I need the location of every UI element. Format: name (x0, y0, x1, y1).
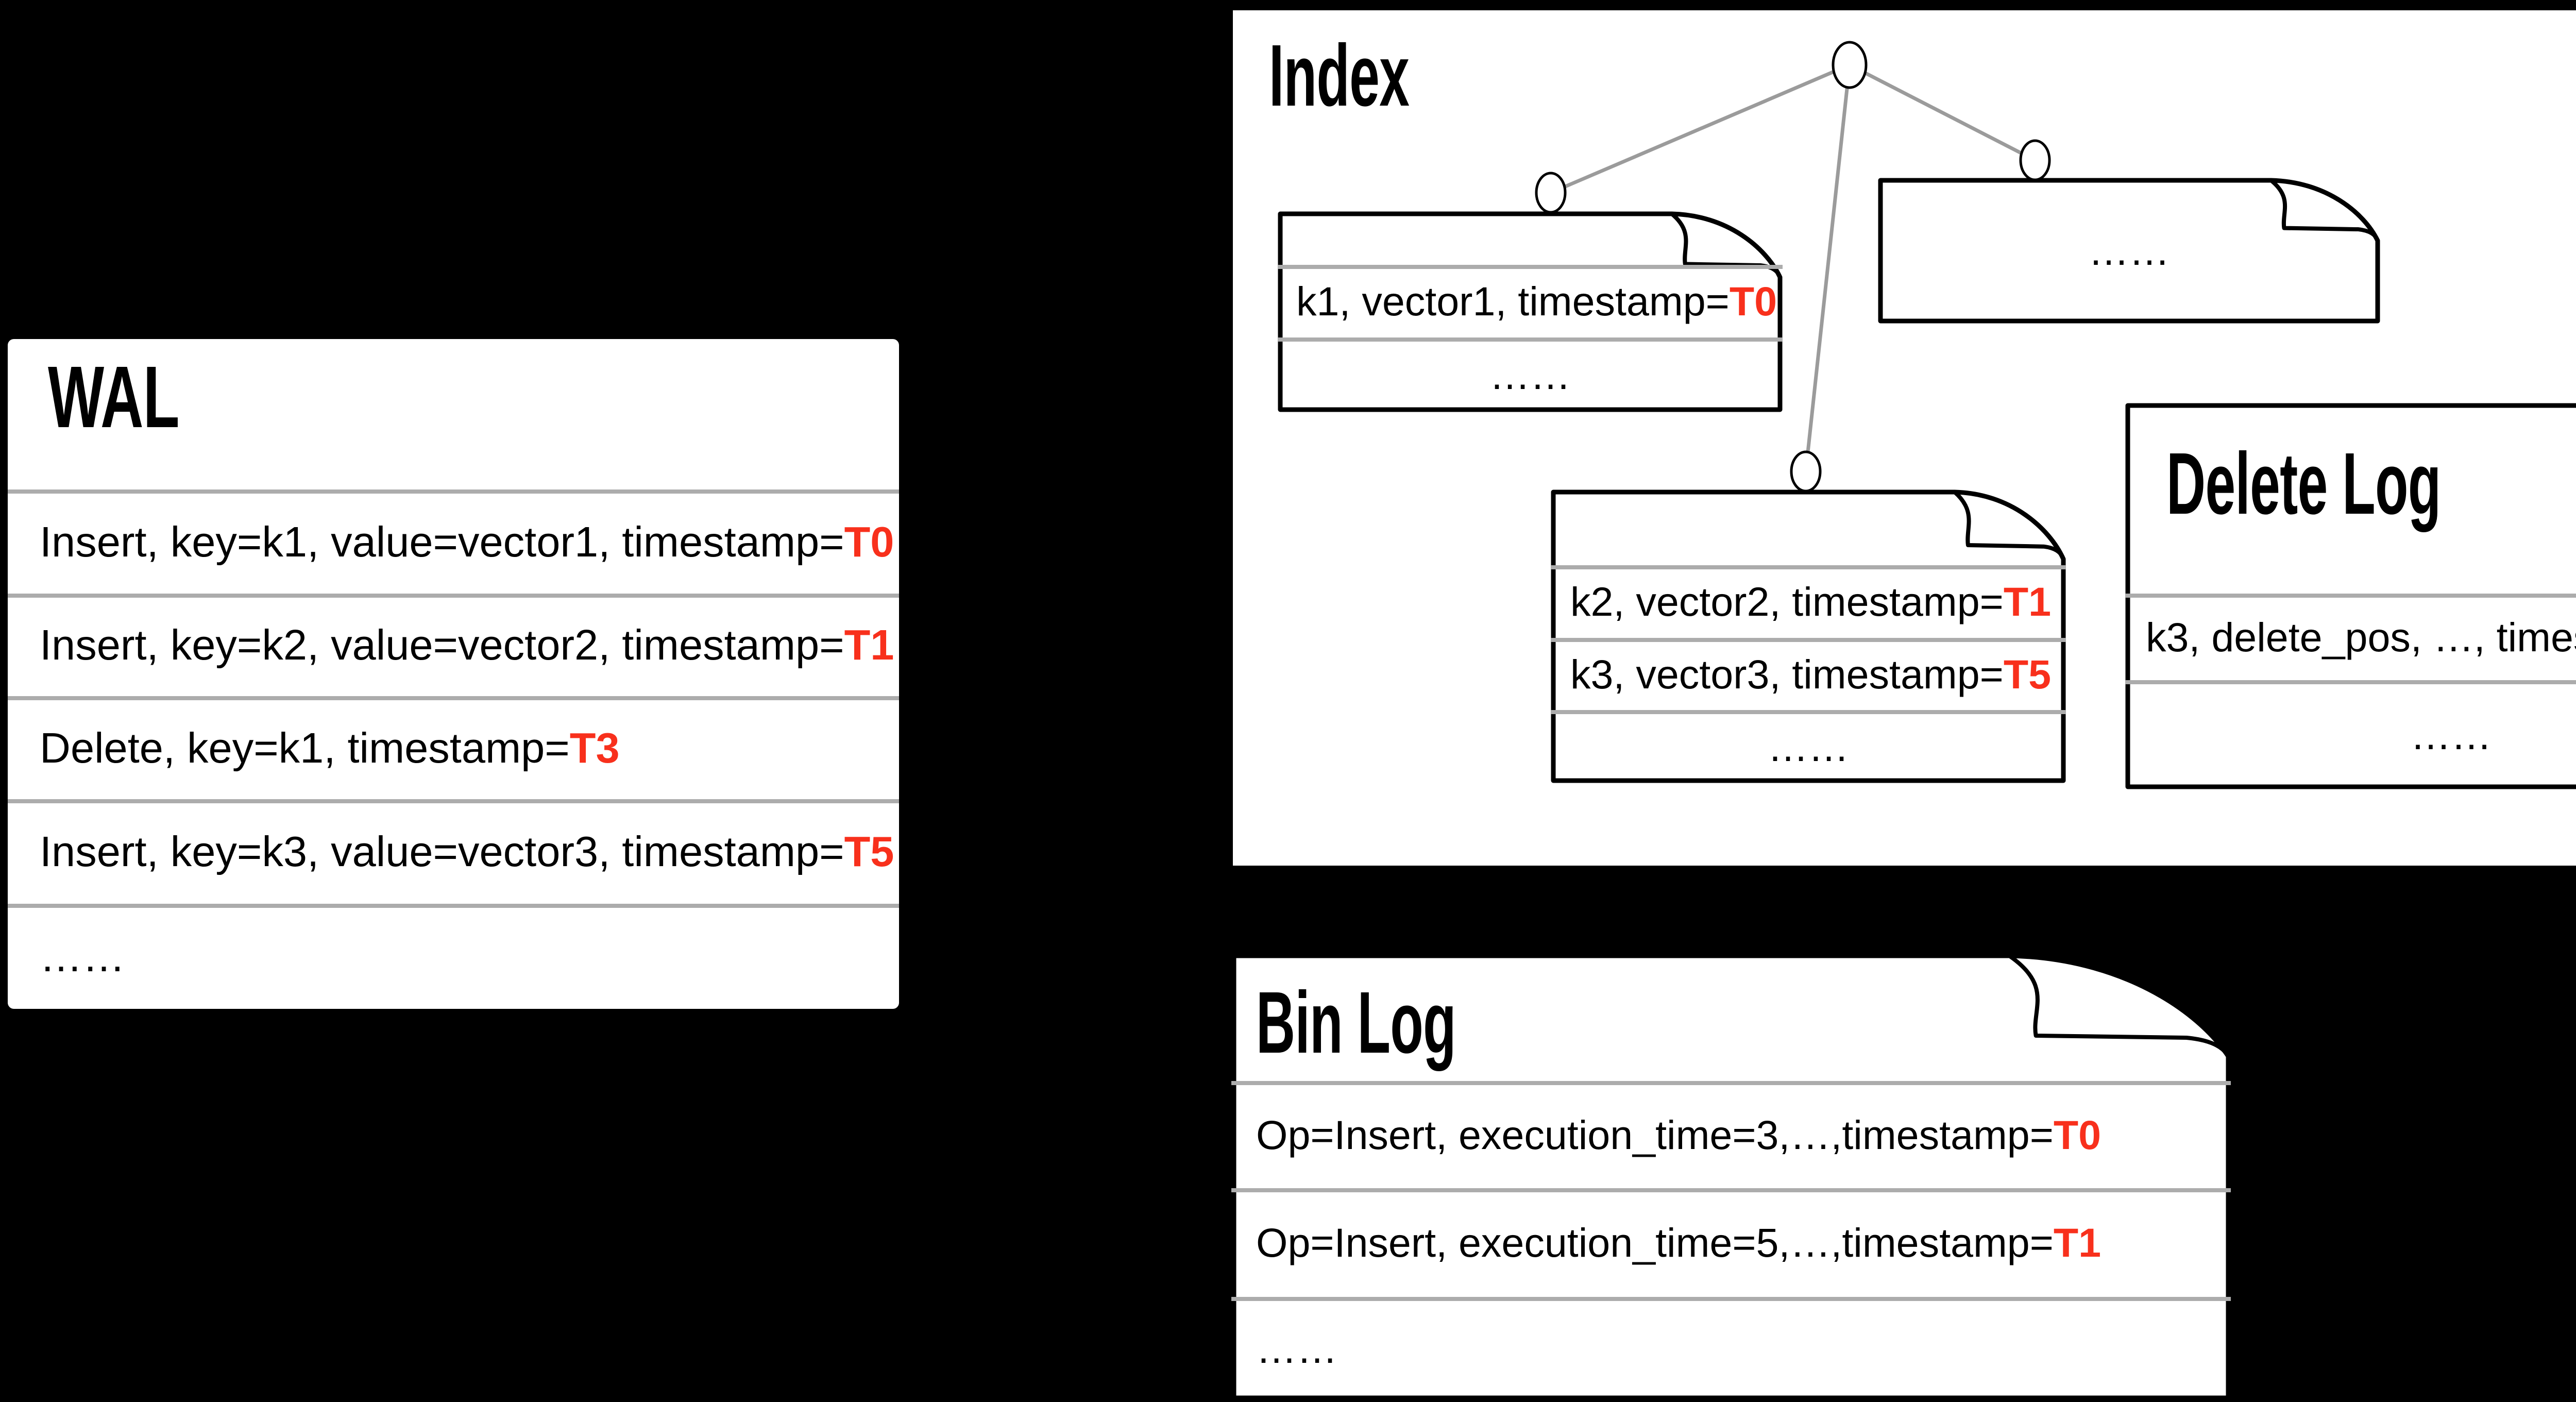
timestamp-value: T5 (2003, 651, 2052, 697)
index-segment-page-k1: k1, vector1, timestamp=T0 …… (1278, 211, 1783, 412)
log-entry-text: Delete, key=k1, timestamp= (40, 723, 570, 772)
log-entry-ellipsis: …… (40, 935, 125, 978)
row-divider (8, 696, 899, 700)
index-entry-row: k3, vector3, timestamp=T5 (1551, 638, 2066, 710)
row-divider (8, 489, 899, 494)
wal-title: WAL (48, 348, 179, 446)
log-entry: k3, delete_pos, …, timestamp=T3 (2146, 617, 2576, 657)
index-entry-row: …… (1551, 710, 2066, 783)
log-entry-text: Op=Insert, execution_time=5,…,timestamp= (1256, 1220, 2054, 1265)
log-entry-text: k2, vector2, timestamp= (1570, 579, 2004, 624)
row-divider (1231, 1188, 2231, 1192)
wal-row: Insert, key=k2, value=vector2, timestamp… (8, 594, 899, 696)
log-entry-ellipsis: …… (1768, 723, 1849, 770)
row-divider (8, 799, 899, 803)
log-entry-text: k3, vector3, timestamp= (1570, 651, 2004, 697)
log-entry-text: Insert, key=k1, value=vector1, timestamp… (40, 517, 844, 566)
folded-page-outline (1278, 211, 1783, 412)
wal-box: WAL Insert, key=k1, value=vector1, times… (8, 339, 899, 1009)
row-divider (1551, 710, 2066, 714)
wal-row: …… (8, 904, 899, 1009)
log-entry-ellipsis: …… (1489, 352, 1571, 398)
log-entry-text: Insert, key=k2, value=vector2, timestamp… (40, 621, 844, 669)
timestamp-value: T1 (2003, 579, 2052, 624)
page-fold-corner-icon (1670, 212, 1782, 279)
timestamp-value: T0 (2053, 1111, 2102, 1158)
folded-page-outline (1231, 953, 2231, 1400)
timestamp-value: T1 (844, 621, 894, 669)
index-entry-row: k1, vector1, timestamp=T0 (1278, 265, 1783, 337)
page-fold-corner-icon (2007, 954, 2230, 1058)
delete-log-box: Delete Log k3, delete_pos, …, timestamp=… (2125, 403, 2576, 789)
bin-log-box: Bin Log Op=Insert, execution_time=3,…,ti… (1231, 953, 2231, 1400)
bin-log-title: Bin Log (1256, 974, 1456, 1072)
log-entry-ellipsis: …… (2088, 228, 2170, 274)
log-entry-text: Insert, key=k3, value=vector3, timestamp… (40, 827, 844, 875)
bin-log-row: …… (1231, 1297, 2231, 1400)
timestamp-value: T1 (2053, 1220, 2102, 1265)
delete-log-title: Delete Log (2166, 435, 2441, 533)
log-entry: Op=Insert, execution_time=5,…,timestamp=… (1256, 1222, 2101, 1263)
wal-row: Insert, key=k3, value=vector3, timestamp… (8, 799, 899, 904)
log-entry-ellipsis: …… (1256, 1326, 1337, 1372)
wal-row: Delete, key=k1, timestamp=T3 (8, 696, 899, 799)
delete-log-row: k3, delete_pos, …, timestamp=T3 (2125, 594, 2576, 680)
log-entry: Op=Insert, execution_time=3,…,timestamp=… (1256, 1114, 2101, 1155)
index-entry-row: …… (1878, 178, 2380, 324)
log-entry: k3, vector3, timestamp=T5 (1570, 654, 2051, 695)
row-divider (8, 594, 899, 598)
index-title: Index (1269, 27, 1410, 125)
wal-row: Insert, key=k1, value=vector1, timestamp… (8, 489, 899, 594)
timestamp-value: T3 (569, 723, 620, 772)
bin-log-row: Op=Insert, execution_time=3,…,timestamp=… (1231, 1081, 2231, 1188)
log-entry-text: Op=Insert, execution_time=3,…,timestamp= (1256, 1111, 2054, 1158)
log-entry: k1, vector1, timestamp=T0 (1296, 281, 1777, 322)
delete-log-row: …… (2125, 680, 2576, 789)
row-divider (2125, 680, 2576, 684)
index-segment-page-more: …… (1878, 178, 2380, 324)
page-fold-corner-icon (2269, 178, 2380, 243)
log-entry: Insert, key=k2, value=vector2, timestamp… (40, 623, 894, 666)
row-divider (1278, 337, 1783, 342)
row-divider (1231, 1297, 2231, 1301)
row-divider (2125, 594, 2576, 598)
timestamp-value: T5 (844, 827, 894, 875)
index-entry-row: k2, vector2, timestamp=T1 (1551, 565, 2066, 638)
page-fold-corner-icon (1953, 490, 2065, 561)
row-divider (1551, 638, 2066, 642)
row-divider (1551, 565, 2066, 569)
log-entry-text: …… (40, 932, 125, 981)
bin-log-row: Op=Insert, execution_time=5,…,timestamp=… (1231, 1188, 2231, 1297)
timestamp-value: T0 (1729, 278, 1777, 324)
log-entry-text: k3, delete_pos, …, timestamp= (2146, 614, 2576, 660)
folded-page-outline (1878, 178, 2380, 324)
index-entry-row: …… (1278, 337, 1783, 412)
log-entry: k2, vector2, timestamp=T1 (1570, 581, 2051, 622)
log-entry-text: k1, vector1, timestamp= (1296, 278, 1730, 324)
log-entry: Insert, key=k3, value=vector3, timestamp… (40, 830, 894, 873)
log-entry: Insert, key=k1, value=vector1, timestamp… (40, 520, 894, 563)
row-divider (1231, 1081, 2231, 1085)
index-segment-page-k2k3: k2, vector2, timestamp=T1 k3, vector3, t… (1551, 489, 2066, 783)
timestamp-value: T0 (844, 517, 894, 566)
log-entry-ellipsis: …… (2410, 712, 2492, 758)
log-entry: Delete, key=k1, timestamp=T3 (40, 727, 620, 769)
folded-page-outline (1551, 489, 2066, 783)
row-divider (1278, 265, 1783, 269)
row-divider (8, 904, 899, 908)
